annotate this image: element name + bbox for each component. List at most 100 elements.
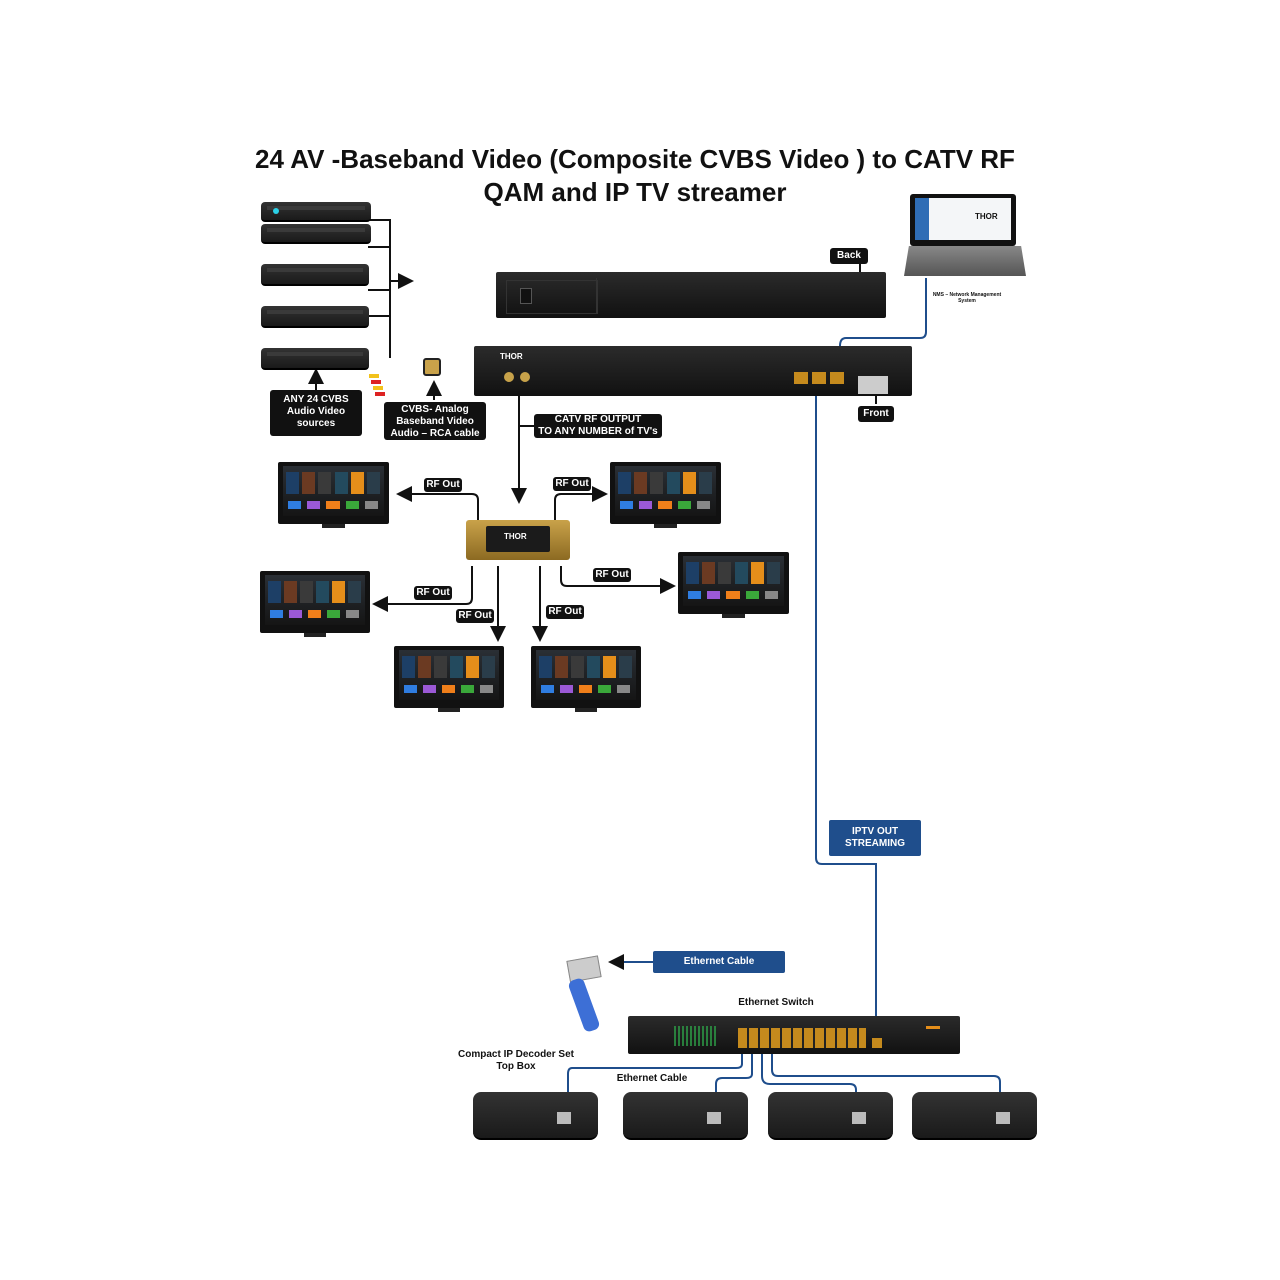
thor-logo: THOR xyxy=(500,352,523,361)
laptop-base xyxy=(904,246,1026,276)
thor-logo: THOR xyxy=(504,532,527,541)
ethernet-port-icon xyxy=(557,1112,571,1124)
rf-out-label: RF Out xyxy=(424,478,462,492)
movie-poster xyxy=(571,656,584,678)
movie-poster xyxy=(482,656,495,678)
front-label: Front xyxy=(858,406,894,422)
app-tile xyxy=(307,501,321,509)
app-tile xyxy=(620,501,634,509)
tv-screen xyxy=(265,575,365,625)
rca-cable-label-line3: Audio – RCA cable xyxy=(390,428,480,439)
movie-poster xyxy=(650,472,664,494)
ip-decoder-1 xyxy=(473,1092,598,1140)
movie-poster xyxy=(619,656,632,678)
nms-label-line1: NMS – Network Management xyxy=(932,292,1002,298)
movie-poster xyxy=(682,472,696,494)
movie-poster xyxy=(284,581,297,603)
ethernet-switch xyxy=(628,1016,960,1054)
ethernet-port-icon xyxy=(707,1112,721,1124)
iptv-out-line1: IPTV OUT xyxy=(851,826,899,837)
rf-out-label: RF Out xyxy=(546,605,584,619)
ip-decoder-3 xyxy=(768,1092,893,1140)
back-label: Back xyxy=(830,248,868,264)
ethernet-port-icon xyxy=(852,1112,866,1124)
movie-poster xyxy=(734,562,748,584)
power-led-icon xyxy=(273,208,279,214)
movie-poster xyxy=(766,562,780,584)
thor-logo: THOR xyxy=(975,212,998,221)
rf-out-connector-icon xyxy=(520,372,530,382)
rf-out-label: RF Out xyxy=(593,568,631,582)
tv-1 xyxy=(278,462,389,528)
tv-screen xyxy=(615,466,716,516)
tv-6 xyxy=(531,646,641,712)
decoder-label: Compact IP Decoder Set Top Box xyxy=(456,1049,576,1073)
power-switch-icon xyxy=(520,288,532,304)
iptv-out-line2: STREAMING xyxy=(845,838,905,849)
rca-cable-label: CVBS- Analog Baseband Video Audio – RCA … xyxy=(384,402,486,440)
app-tile xyxy=(688,591,702,599)
app-tile xyxy=(346,610,359,618)
ethernet-cable-text: Ethernet Cable xyxy=(616,1073,688,1084)
rf-out-label: RF Out xyxy=(414,586,452,600)
diagram-title-line1: 24 AV -Baseband Video (Composite CVBS Vi… xyxy=(255,144,1015,174)
tv-screen xyxy=(536,650,636,700)
movie-poster xyxy=(366,472,380,494)
app-tile xyxy=(480,685,493,693)
movie-poster xyxy=(316,581,329,603)
movie-poster xyxy=(603,656,616,678)
movie-poster xyxy=(555,656,568,678)
power-module xyxy=(506,280,598,314)
ethernet-port-icon xyxy=(996,1112,1010,1124)
app-tile xyxy=(364,501,378,509)
ethernet-port-icon xyxy=(812,372,826,384)
app-tile xyxy=(764,591,778,599)
rf-out-label: RF Out xyxy=(456,609,494,623)
app-tile xyxy=(442,685,455,693)
movie-poster xyxy=(698,472,712,494)
source-box-5 xyxy=(261,348,369,370)
front-panel-plate xyxy=(858,376,888,394)
movie-poster xyxy=(334,472,348,494)
app-tile xyxy=(326,501,340,509)
app-tile xyxy=(327,610,340,618)
movie-poster xyxy=(634,472,648,494)
movie-poster xyxy=(268,581,281,603)
app-tile xyxy=(288,501,302,509)
nms-laptop: THOR xyxy=(910,194,1016,246)
movie-poster xyxy=(286,472,300,494)
ethernet-port-icon xyxy=(794,372,808,384)
switch-ports xyxy=(738,1028,866,1048)
rf-splitter: THOR xyxy=(466,520,570,560)
sources-label: ANY 24 CVBS Audio Video sources xyxy=(270,390,362,436)
source-box-3 xyxy=(261,264,369,286)
app-tile xyxy=(598,685,611,693)
movie-poster xyxy=(300,581,313,603)
app-tile xyxy=(707,591,721,599)
sources-label-line3: sources xyxy=(296,418,336,429)
source-box-1 xyxy=(261,202,371,222)
ethernet-switch-label: Ethernet Switch xyxy=(738,997,814,1008)
encoder-front-panel: THOR xyxy=(474,346,912,396)
uplink-port-icon xyxy=(872,1038,882,1048)
app-tile xyxy=(345,501,359,509)
movie-poster xyxy=(348,581,361,603)
catv-output-line1: CATV RF OUTPUT xyxy=(554,414,642,425)
app-tile xyxy=(423,685,436,693)
app-tile xyxy=(579,685,592,693)
av-input-connectors xyxy=(596,278,881,314)
rca-cable-icon xyxy=(365,356,445,396)
nms-label: NMS – Network Management System xyxy=(920,292,1014,304)
network-wires xyxy=(567,278,1001,1116)
sources-label-line2: Audio Video xyxy=(286,406,346,417)
app-tile xyxy=(745,591,759,599)
movie-poster xyxy=(402,656,415,678)
tv-3 xyxy=(260,571,370,637)
decoder-label-line1: Compact IP Decoder Set xyxy=(458,1049,574,1060)
movie-poster xyxy=(450,656,463,678)
source-bus-wire xyxy=(308,219,877,642)
movie-poster xyxy=(618,472,632,494)
rf-out-connector-icon xyxy=(504,372,514,382)
movie-poster xyxy=(318,472,332,494)
rf-out-label: RF Out xyxy=(553,477,591,491)
